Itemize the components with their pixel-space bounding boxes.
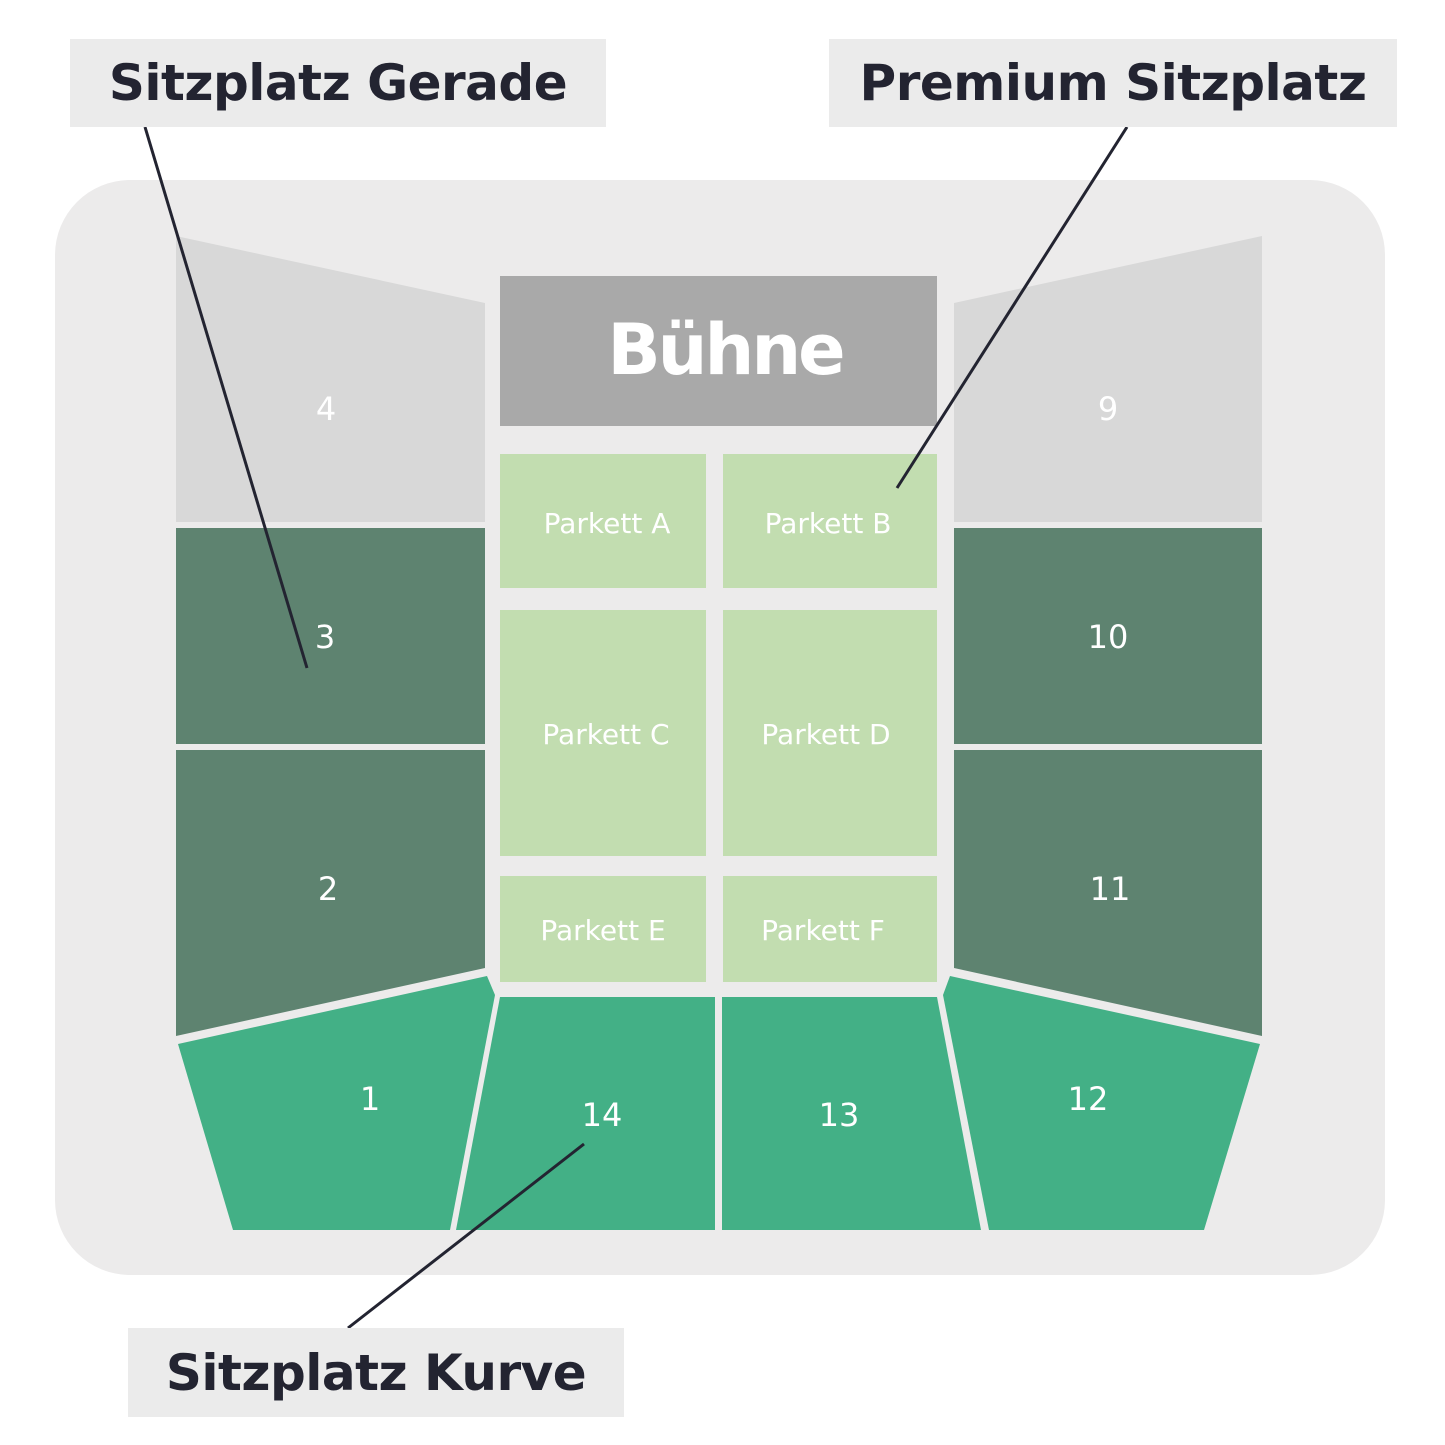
parkett-c-label: Parkett C — [542, 718, 669, 751]
callout-straight-seats-text: Sitzplatz Gerade — [108, 54, 568, 112]
callout-curve-seats: Sitzplatz Kurve — [128, 1328, 624, 1417]
leader-line-premium — [895, 126, 1129, 489]
parkett-f-label: Parkett F — [761, 914, 885, 947]
section-12-label: 12 — [1068, 1080, 1109, 1118]
callout-premium-seats: Premium Sitzplatz — [829, 39, 1397, 127]
callout-premium-seats-text: Premium Sitzplatz — [859, 54, 1367, 112]
section-2-label: 2 — [318, 870, 338, 908]
parkett-c[interactable] — [500, 610, 706, 856]
parkett-a-label: Parkett A — [544, 507, 671, 540]
section-11[interactable] — [954, 750, 1262, 1036]
section-14-label: 14 — [582, 1096, 623, 1134]
parkett-e[interactable] — [500, 876, 706, 982]
section-4-label: 4 — [316, 390, 336, 428]
section-1[interactable] — [178, 976, 495, 1230]
section-10-label: 10 — [1088, 618, 1129, 656]
section-13[interactable] — [722, 997, 981, 1230]
section-12[interactable] — [943, 976, 1260, 1230]
section-11-label: 11 — [1090, 870, 1131, 908]
leader-line-curve — [347, 1142, 585, 1330]
callout-straight-seats: Sitzplatz Gerade — [70, 39, 606, 127]
section-1-label: 1 — [360, 1080, 380, 1118]
parkett-b-label: Parkett B — [765, 507, 892, 540]
leader-line-straight — [143, 126, 309, 669]
section-9-label: 9 — [1098, 390, 1118, 428]
parkett-e-label: Parkett E — [540, 914, 665, 947]
parkett-f[interactable] — [723, 876, 937, 982]
section-4[interactable] — [176, 236, 485, 522]
section-14[interactable] — [456, 997, 715, 1230]
section-3[interactable] — [176, 528, 485, 744]
stage-label: Bühne — [607, 309, 843, 391]
section-3-label: 3 — [315, 618, 335, 656]
section-13-label: 13 — [819, 1096, 860, 1134]
section-9[interactable] — [954, 236, 1262, 522]
stage — [500, 276, 937, 426]
section-10[interactable] — [954, 528, 1262, 744]
callout-curve-seats-text: Sitzplatz Kurve — [165, 1343, 587, 1402]
parkett-d-label: Parkett D — [761, 718, 890, 751]
section-2[interactable] — [176, 750, 485, 1036]
parkett-b[interactable] — [723, 454, 937, 588]
parkett-d[interactable] — [723, 610, 937, 856]
parkett-a[interactable] — [500, 454, 706, 588]
